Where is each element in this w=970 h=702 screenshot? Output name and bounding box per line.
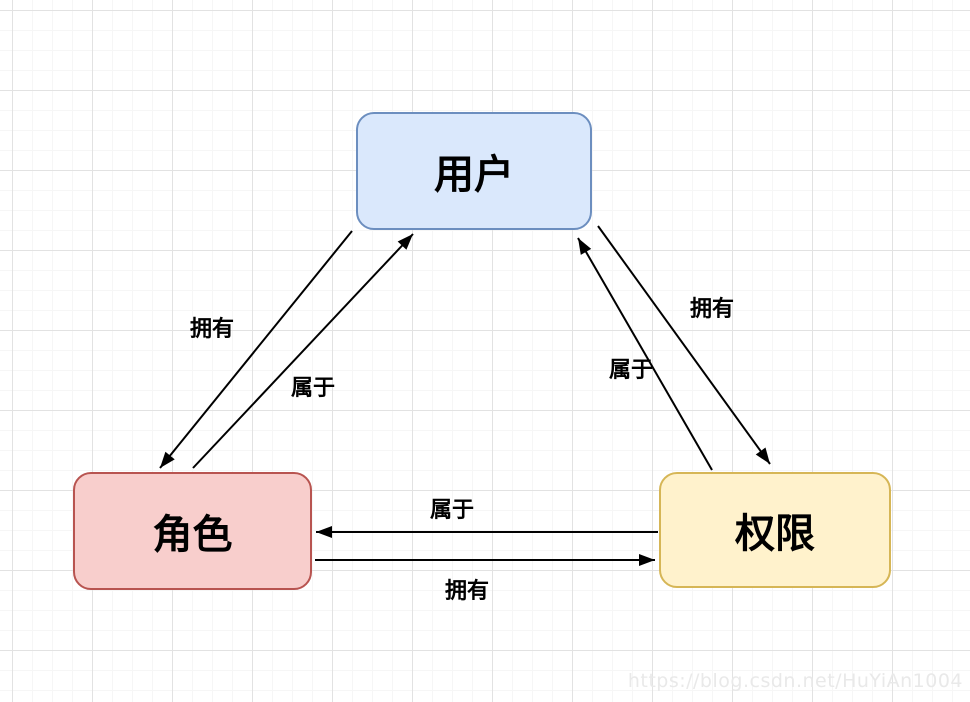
node-role: 角色 [73,472,312,590]
arrow-user-to-role [159,230,353,469]
node-permission-label: 权限 [735,511,815,557]
edge-label-role-owns-permission: 拥有 [444,579,490,604]
edge-label-user-owns-role: 拥有 [189,317,235,342]
edge-label-role-belongs-to-user: 属于 [290,376,336,401]
arrow-permission-to-user [577,237,713,471]
arrow-user-to-permission [597,225,771,465]
edge-label-permission-belongs-to-role: 属于 [429,498,475,523]
node-role-label: 角色 [152,512,233,558]
edge-label-permission-belongs-to-user: 属于 [608,358,654,383]
node-user-label: 用户 [434,152,514,198]
arrow-role-to-user [192,233,414,469]
edge-label-user-owns-permission: 拥有 [689,297,735,322]
watermark-url: https://blog.csdn.net/HuYiAn1004 [627,670,963,692]
node-user: 用户 [356,112,592,230]
node-permission: 权限 [659,472,891,588]
